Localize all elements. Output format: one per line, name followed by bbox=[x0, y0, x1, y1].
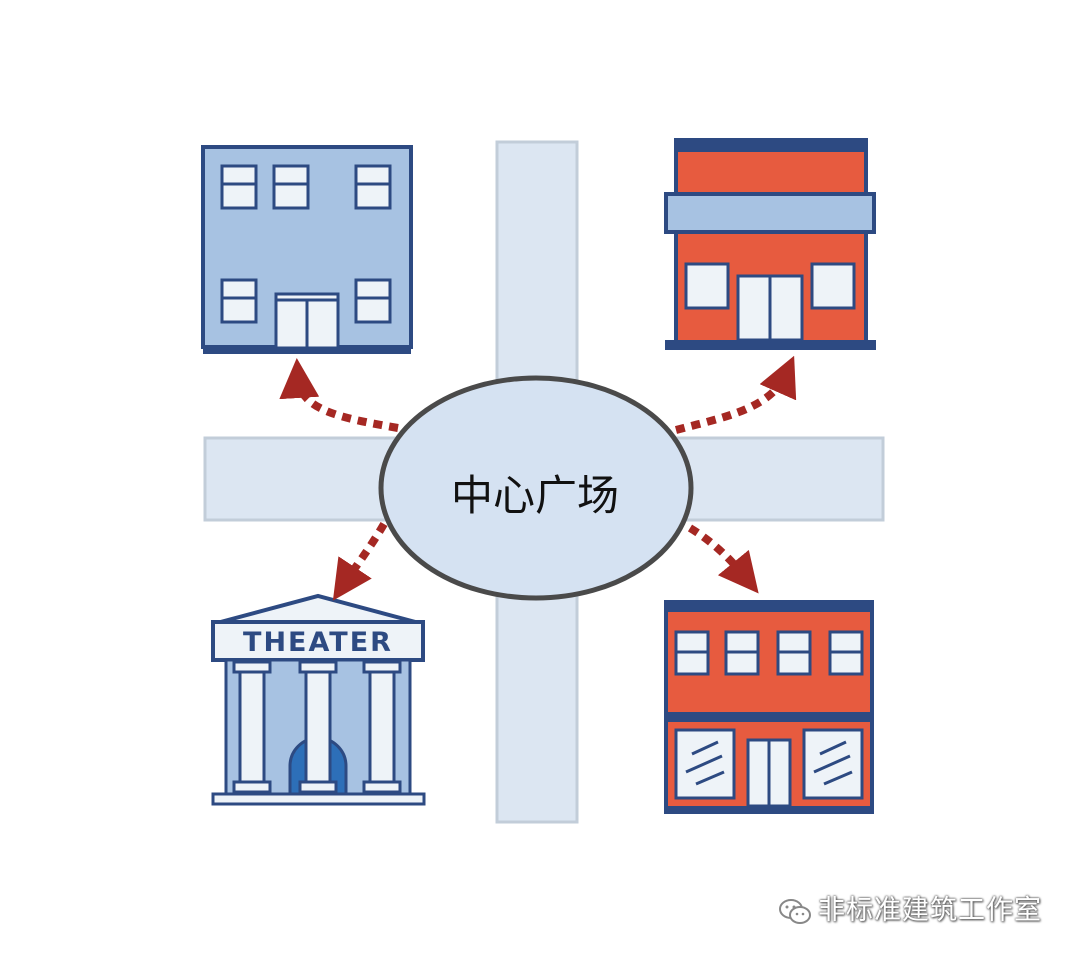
window bbox=[354, 278, 392, 324]
arrow-to-shop bbox=[674, 355, 797, 434]
window bbox=[220, 164, 258, 210]
window bbox=[220, 278, 258, 324]
theater-building: THEATER bbox=[211, 593, 426, 806]
store-building bbox=[664, 600, 874, 814]
column bbox=[304, 666, 332, 786]
watermark: 非标准建筑工作室 bbox=[778, 888, 1042, 927]
theater-sign: THEATER bbox=[243, 627, 393, 658]
shop-window bbox=[674, 728, 736, 800]
arrows bbox=[279, 355, 797, 601]
window bbox=[272, 164, 310, 210]
column bbox=[368, 666, 396, 786]
central-plaza bbox=[378, 375, 694, 601]
window bbox=[684, 262, 730, 310]
theater-sign-board bbox=[211, 620, 425, 662]
plaza-label: 中心广场 bbox=[450, 471, 619, 520]
window bbox=[354, 164, 392, 210]
awning bbox=[664, 192, 876, 234]
arrow-to-office bbox=[279, 358, 399, 432]
window bbox=[810, 262, 856, 310]
wechat-icon bbox=[779, 898, 811, 924]
column bbox=[238, 666, 266, 786]
arrow-to-theater bbox=[332, 521, 388, 601]
arrow-to-store bbox=[687, 524, 759, 594]
office-building bbox=[201, 145, 413, 354]
watermark-text: 非标准建筑工作室 bbox=[818, 895, 1042, 926]
shop-building bbox=[664, 138, 876, 350]
